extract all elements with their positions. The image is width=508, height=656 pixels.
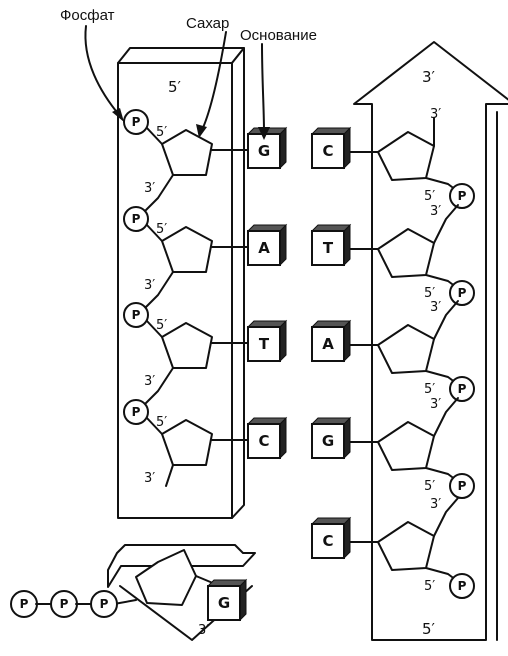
base-label: G [322,432,334,450]
base-label: C [322,142,333,160]
left-base-a-2: A [248,225,286,265]
right-base-t-2: T [312,225,350,265]
left-sugar-3prime-label: 3′ [144,374,155,389]
right-base-c-5: C [312,518,350,558]
phosphate-symbol: P [458,382,467,396]
right-sugar-3prime-label: 3′ [430,204,441,219]
left-phosphate-3: P [124,303,148,327]
left-sugar-3prime-label: 3′ [144,471,155,486]
right-base-c-1: C [312,128,350,168]
sugar-label: Сахар [186,15,229,32]
left-sugar-5prime-label: 5′ [156,125,167,140]
left-phosphate-1: P [124,110,148,134]
left-sugar-3prime-label: 3′ [144,278,155,293]
phosphate-symbol: P [132,405,141,419]
left-phosphate-4: P [124,400,148,424]
left-phosphate-2: P [124,207,148,231]
phosphate-symbol: P [60,597,69,611]
right-strand-5prime-end: 5′ [422,620,436,638]
left-sugar-5prime-label: 5′ [156,222,167,237]
incoming-base-g: G [208,580,246,620]
phosphate-symbol: P [458,286,467,300]
incoming-nucleotide: 3′ G P P P [11,545,255,640]
phosphate-symbol: P [132,115,141,129]
right-phosphate-4: P [450,474,474,498]
right-sugar-3prime-label: 3′ [430,497,441,512]
right-sugar-3prime-label: 3′ [430,107,441,122]
right-sugar-5prime-label: 5′ [424,382,435,397]
phosphate-symbol: P [100,597,109,611]
base-label: Основание [240,27,317,44]
right-phosphate-2: P [450,281,474,305]
base-label: C [258,432,269,450]
right-base-g-4: G [312,418,350,458]
right-sugar-5prime-label: 5′ [424,286,435,301]
phosphate-symbol: P [20,597,29,611]
base-pointer [262,44,264,132]
incoming-phosphate-1: P [11,591,37,617]
phosphate-label: Фосфат [60,7,115,24]
left-base-g-1: G [248,128,286,168]
incoming-phosphate-3: P [91,591,117,617]
base-label: C [322,532,333,550]
left-strand-5prime-end: 5′ [168,78,182,96]
left-base-t-3: T [248,321,286,361]
base-label: A [258,239,270,257]
phosphate-symbol: P [458,579,467,593]
base-label: G [258,142,270,160]
left-base-c-4: C [248,418,286,458]
right-strand-3prime-end: 3′ [422,68,436,86]
right-phosphate-3: P [450,377,474,401]
right-sugar-5prime-label: 5′ [424,479,435,494]
base-label: A [322,335,334,353]
right-sugar-5prime-label: 5′ [424,579,435,594]
base-label: T [259,335,270,353]
phosphate-symbol: P [132,212,141,226]
left-sugar-3prime-label: 3′ [144,181,155,196]
base-label: T [323,239,334,257]
incoming-phosphate-2: P [51,591,77,617]
right-phosphate-5: P [450,574,474,598]
right-sugar-5prime-label: 5′ [424,189,435,204]
phosphate-symbol: P [458,189,467,203]
right-sugar-3prime-label: 3′ [430,300,441,315]
incoming-sugar-3prime-label: 3′ [198,623,209,638]
right-sugar-3prime-label: 3′ [430,397,441,412]
right-phosphate-1: P [450,184,474,208]
phosphate-pointer [85,26,120,116]
right-base-a-3: A [312,321,350,361]
incoming-base-label: G [218,594,230,612]
phosphate-symbol: P [458,479,467,493]
phosphate-symbol: P [132,308,141,322]
left-sugar-5prime-label: 5′ [156,318,167,333]
left-sugar-5prime-label: 5′ [156,415,167,430]
